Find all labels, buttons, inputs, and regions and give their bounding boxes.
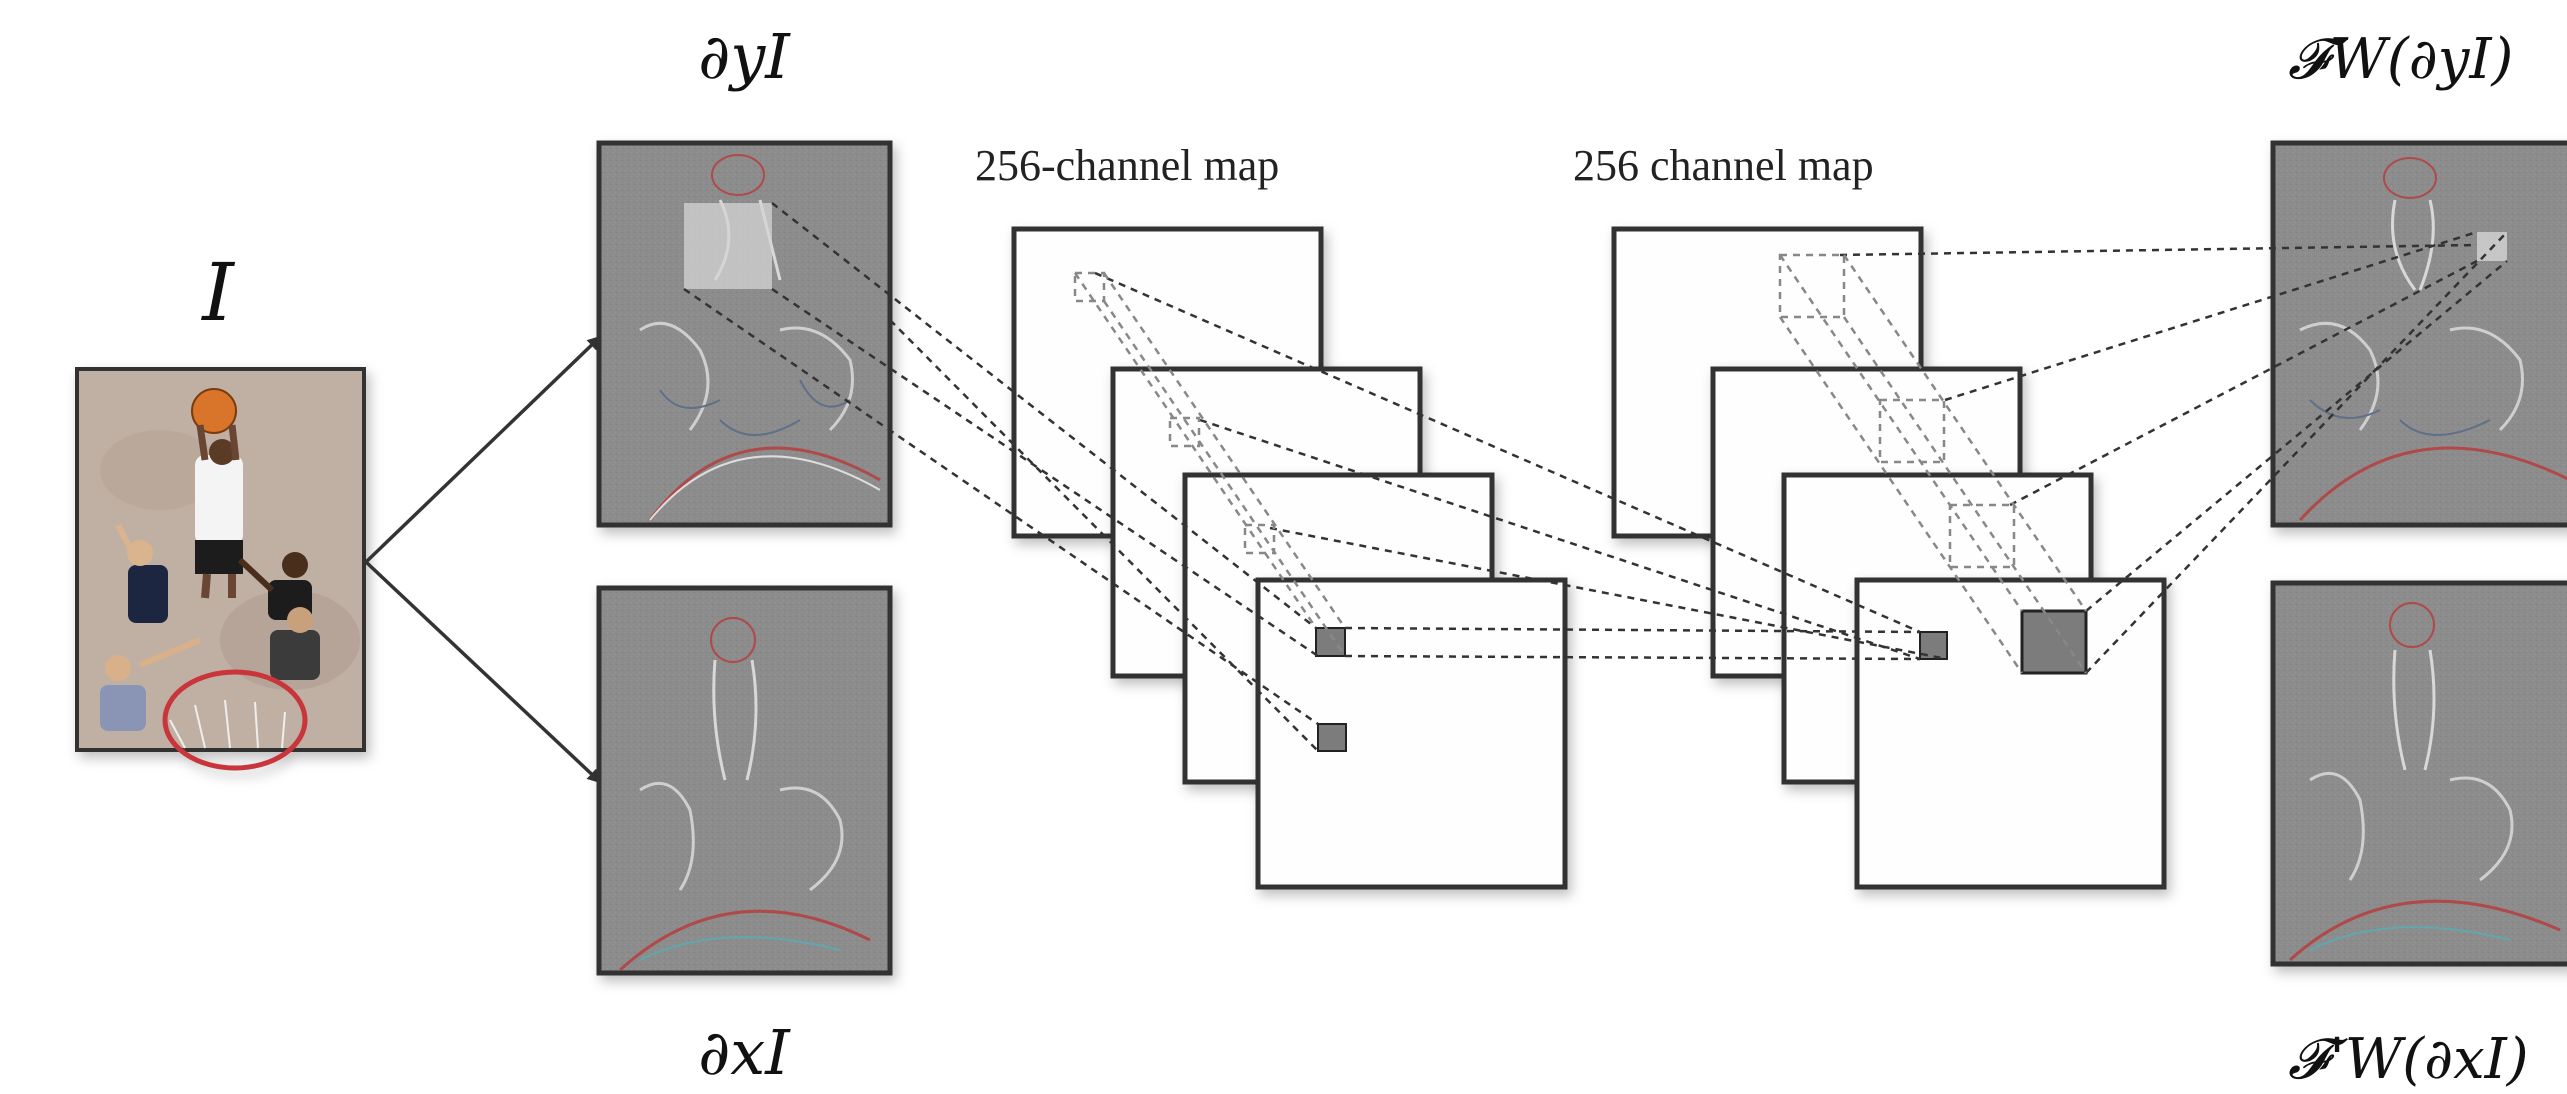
arrow-to-dy <box>364 335 602 564</box>
map-stack-1 <box>1011 226 1568 890</box>
dy-gradient-image <box>596 140 893 528</box>
receptive-field-pyramid <box>1073 253 2088 674</box>
map-stack-2 <box>1611 226 2167 890</box>
map1-patch-top <box>1315 627 1346 657</box>
arrow-to-dx <box>364 560 602 784</box>
output-bottom-image <box>2270 580 2567 967</box>
dy-highlight-patch <box>684 203 772 289</box>
map2-layer-4 <box>1854 577 2167 890</box>
dx-gradient-image <box>596 585 893 976</box>
input-image-label: I <box>200 246 235 339</box>
dx-image-label: ∂xI <box>698 1016 791 1089</box>
dy-image-label: ∂yI <box>698 20 791 93</box>
map2-caption: 256 channel map <box>1573 141 1874 190</box>
output-top-label: 𝓕W(∂yI) <box>2288 27 2513 92</box>
map1-layer-4 <box>1255 577 1568 890</box>
map1-patch-bottom <box>1317 723 1347 752</box>
output-bottom-label: 𝓕'W(∂xI) <box>2288 1027 2529 1092</box>
input-photo <box>75 367 366 771</box>
receptive-field-lines <box>683 202 2508 752</box>
map1-caption: 256-channel map <box>975 141 1279 190</box>
map2-patch-large <box>2020 609 2088 675</box>
